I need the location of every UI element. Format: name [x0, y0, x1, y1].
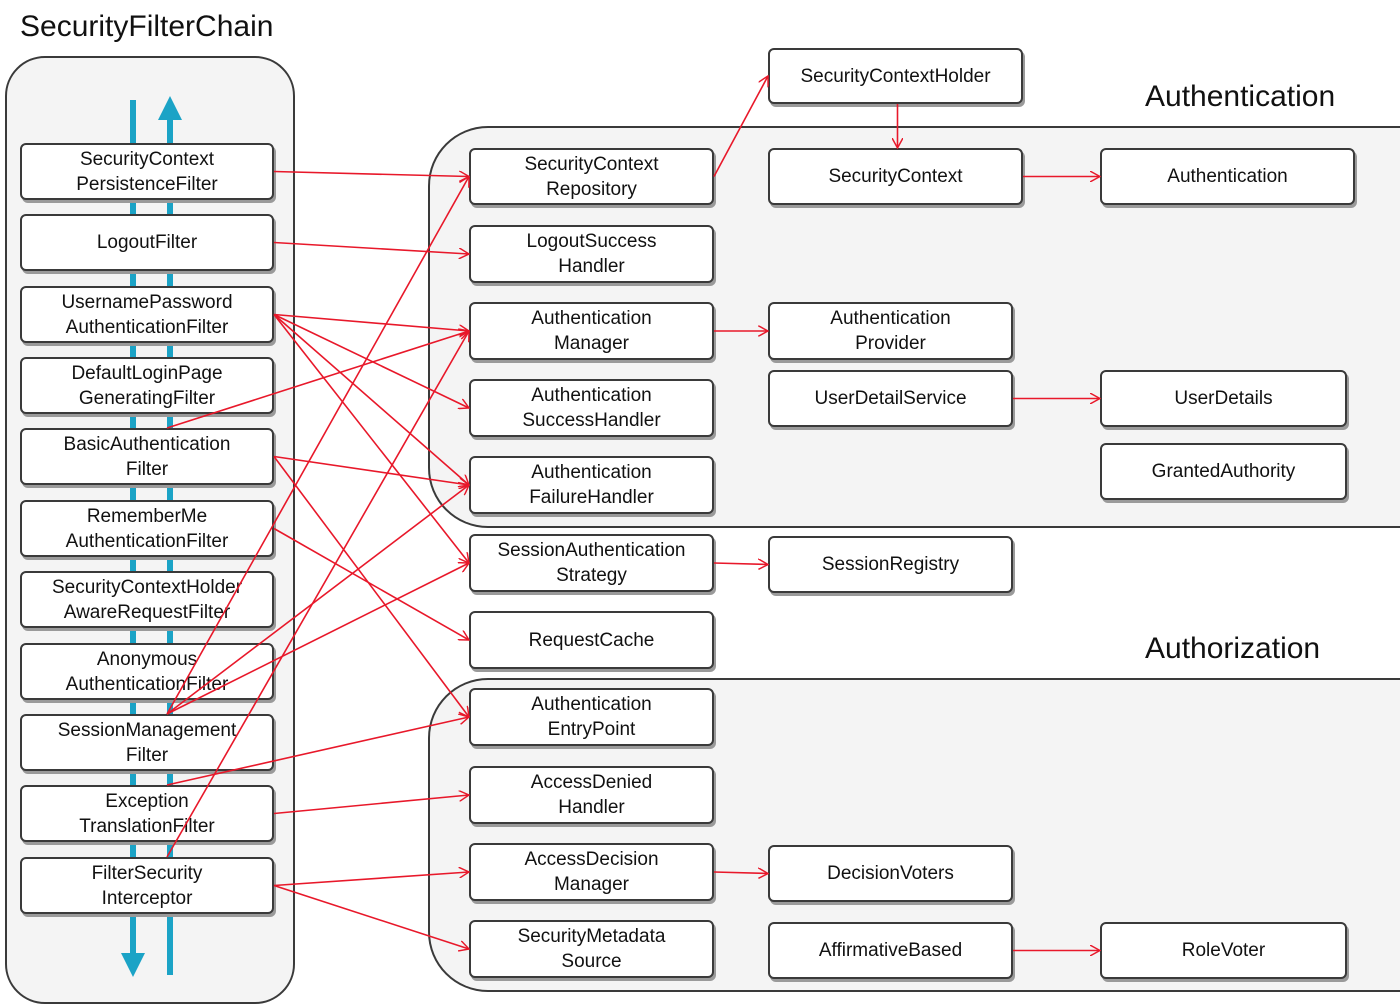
arrow-f9-to-scr [166, 177, 469, 715]
arrow-f11-to-adm [273, 872, 469, 887]
filter-basic-authentication: BasicAuthentication Filter [20, 428, 274, 485]
arrow-adm-to-dv [713, 872, 768, 874]
filter-security-interceptor: FilterSecurity Interceptor [20, 857, 274, 914]
filter-session-management: SessionManagement Filter [20, 714, 274, 771]
role-voter-box: RoleVoter [1100, 922, 1347, 979]
request-cache-box: RequestCache [469, 611, 714, 669]
security-filter-chain-title: SecurityFilterChain [20, 10, 274, 43]
access-denied-handler-box: AccessDenied Handler [469, 766, 714, 824]
user-detail-service-box: UserDetailService [768, 370, 1013, 427]
arrow-f2-to-lsh [273, 241, 469, 255]
arrow-f9-to-sas [166, 563, 469, 715]
arrow-f5-to-am [166, 331, 469, 429]
user-details-box: UserDetails [1100, 370, 1347, 427]
arrow-sas-to-sr [713, 563, 768, 565]
authentication-box: Authentication [1100, 148, 1355, 205]
security-context-holder-box: SecurityContextHolder [768, 48, 1023, 104]
session-registry-box: SessionRegistry [768, 536, 1013, 593]
authentication-success-handler-box: Authentication SuccessHandler [469, 379, 714, 437]
arrow-scr-to-sch [713, 76, 768, 177]
filter-security-context-persistence: SecurityContext PersistenceFilter [20, 143, 274, 200]
session-authentication-strategy-box: SessionAuthentication Strategy [469, 534, 714, 592]
arrow-f10-to-aep [166, 717, 469, 786]
granted-authority-box: GrantedAuthority [1100, 443, 1347, 500]
arrow-f3-to-ash [273, 313, 469, 409]
arrow-f9-to-afh [166, 485, 469, 715]
arrow-f3-to-sas [273, 314, 469, 564]
arrow-f3-to-afh [273, 313, 469, 486]
arrow-f5-to-afh [273, 455, 469, 486]
arrow-f10-to-adh [273, 795, 469, 815]
security-context-repository-box: SecurityContext Repository [469, 148, 714, 205]
security-metadata-source-box: SecurityMetadata Source [469, 920, 714, 978]
logout-success-handler-box: LogoutSuccess Handler [469, 225, 714, 283]
authentication-failure-handler-box: Authentication FailureHandler [469, 456, 714, 514]
filter-logout: LogoutFilter [20, 214, 274, 271]
arrow-f3-to-am [273, 313, 469, 332]
affirmative-based-box: AffirmativeBased [768, 922, 1013, 979]
security-context-box: SecurityContext [768, 148, 1023, 205]
access-decision-manager-box: AccessDecision Manager [469, 843, 714, 901]
authentication-entry-point-box: Authentication EntryPoint [469, 688, 714, 746]
arrow-f11-to-sms [273, 884, 469, 950]
authentication-provider-box: Authentication Provider [768, 302, 1013, 360]
filter-default-login-page-generating: DefaultLoginPage GeneratingFilter [20, 357, 274, 414]
filter-remember-me-authentication: RememberMe AuthenticationFilter [20, 500, 274, 557]
arrow-f5-to-aep [273, 456, 469, 718]
decision-voters-box: DecisionVoters [768, 845, 1013, 902]
authentication-group-title: Authentication [1145, 80, 1336, 113]
authorization-group-title: Authorization [1145, 632, 1321, 665]
arrow-f6-to-rc [273, 527, 469, 641]
arrow-f1-to-scr [273, 170, 469, 177]
filter-username-password-authentication: UsernamePassword AuthenticationFilter [20, 286, 274, 343]
arrow-f11-to-am [166, 331, 469, 858]
